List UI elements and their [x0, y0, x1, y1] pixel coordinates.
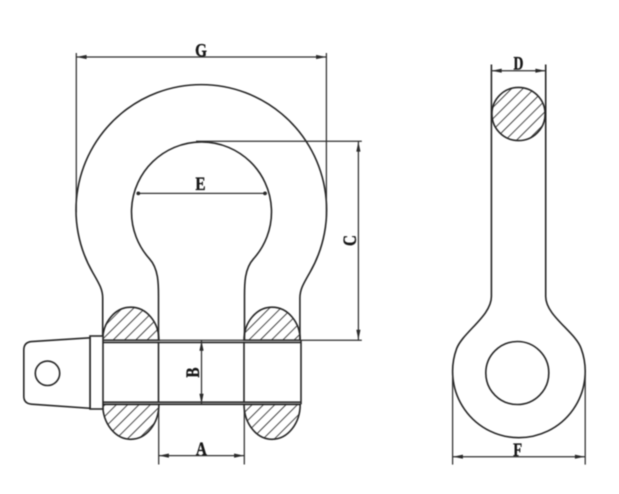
svg-text:D: D — [513, 52, 523, 74]
svg-text:C: C — [340, 235, 361, 246]
svg-text:B: B — [183, 367, 204, 377]
svg-text:A: A — [196, 438, 207, 459]
svg-text:E: E — [195, 173, 205, 194]
svg-text:F: F — [513, 439, 522, 460]
svg-text:G: G — [195, 40, 207, 61]
